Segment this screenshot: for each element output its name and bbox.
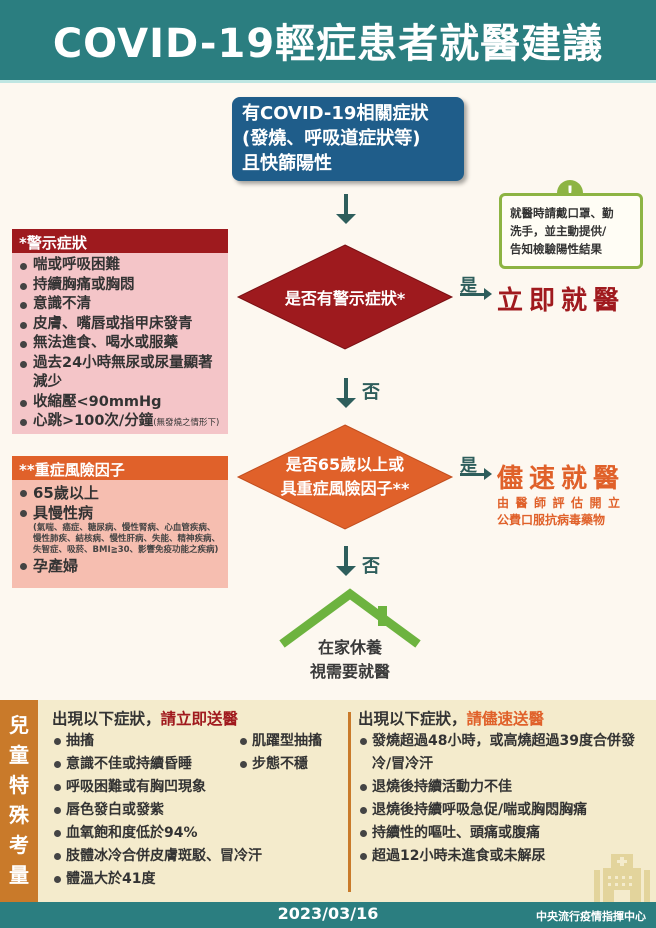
child-symptom-item: 抽搐 [52,730,238,753]
heading-emphasis: 請立即送醫 [160,710,239,728]
arrow-right-icon [460,288,492,300]
side-char: 童 [9,743,29,767]
header-banner: COVID-19輕症患者就醫建議 [0,0,656,83]
diamond-shape-icon [236,424,454,530]
warning-item: 喘或呼吸困難 [18,256,222,276]
heading-prefix: 出現以下症狀， [52,710,161,728]
decision-1-text: 是否有警示症狀* [284,289,406,308]
yes-arrow-1: 是 [460,271,492,311]
side-char: 量 [9,863,29,887]
warning-item: 意識不清 [18,295,222,315]
side-char: 考 [9,833,29,857]
notice-line-2: 洗手，並主動提供/ [510,224,607,238]
warning-item: 收縮壓<90mmHg [18,393,222,413]
child-symptom-item: 意識不佳或持續昏睡 [52,753,238,776]
side-char: 殊 [9,803,29,827]
arrow-down-icon [336,194,356,224]
notice-line-3: 告知檢驗陽性結果 [510,242,602,256]
children-immediate-heading: 出現以下症狀，請立即送醫 [52,708,342,730]
child-symptom-item: 超過12小時未進食或未解尿 [358,845,648,868]
page-title: COVID-19輕症患者就醫建議 [52,21,604,67]
children-soon-heading: 出現以下症狀，請儘速送醫 [358,708,648,730]
result-home-rest: 在家休養 視需要就醫 [270,636,430,684]
home-line-1: 在家休養 [317,638,382,657]
publish-date: 2023/03/16 [277,904,379,923]
risk-item: 65歲以上 [18,483,222,503]
child-symptom-item: 退燒後持續活動力不佳 [358,776,648,799]
notice-box: 就醫時請戴口罩、勤 洗手，並主動提供/ 告知檢驗陽性結果 [499,193,643,269]
prompt-care-line-2: 公費口服抗病毒藥物 [497,513,606,527]
child-symptom-item: 血氧飽和度低於94% [52,822,342,845]
organization-name: 中央流行疫情指揮中心 [536,910,646,923]
chronic-disease-note: (氣喘、癌症、糖尿病、慢性腎病、心血管疾病、慢性肺疾、結核病、慢性肝病、失能、精… [33,523,221,555]
start-line-1: 有COVID-19相關症狀 [242,103,429,124]
risk-item: 具慢性病 [18,503,222,523]
child-symptom-item: 持續性的嘔吐、頭痛或腹痛 [358,822,648,845]
risk-item: 孕產婦 [18,556,222,576]
house-roof-icon [279,588,421,648]
child-symptom-item: 步態不穩 [238,753,308,776]
decision-warning-symptoms: 是否有警示症狀* [236,243,454,351]
heading-emphasis: 請儘速送醫 [466,710,545,728]
decision-risk-factors: 是否65歲以上或 具重症風險因子** [236,423,454,531]
arrow-down-icon [336,546,356,576]
column-divider [348,712,351,892]
no-label: 否 [362,556,380,577]
warning-symptoms-title: *警示症狀 [12,229,228,253]
warning-item: 皮膚、嘴唇或指甲床發青 [18,315,222,335]
children-side-label: 兒 童 特 殊 考 量 [0,700,38,902]
yes-label: 是 [460,456,477,476]
child-symptom-item: 體溫大於41度 [52,868,342,891]
child-symptom-item: 肌躍型抽搐 [238,730,322,753]
child-symptom-item: 退燒後持續呼吸急促/喘或胸悶胸痛 [358,799,648,822]
risk-factors-panel: **重症風險因子 65歲以上 具慢性病 (氣喘、癌症、糖尿病、慢性腎病、心血管疾… [12,456,228,588]
child-symptom-item: 發燒超過48小時，或高燒超過39度合併發冷/冒冷汗 [358,730,648,776]
result-prompt-care: 儘速就醫 [497,464,626,494]
arrow-down-icon [336,378,356,408]
child-symptom-item: 肢體冰冷合併皮膚斑駁、冒冷汗 [52,845,342,868]
heading-prefix: 出現以下症狀， [358,710,467,728]
children-immediate-column: 出現以下症狀，請立即送醫 抽搐 肌躍型抽搐 意識不佳或持續昏睡 步態不穩 呼吸困… [52,708,342,891]
arrow-right-icon [460,468,492,480]
risk-factors-title: **重症風險因子 [12,456,228,480]
start-condition-box: 有COVID-19相關症狀 (發燒、呼吸道症狀等) 且快篩陽性 [232,97,464,181]
warning-item: 持續胸痛或胸悶 [18,276,222,296]
prompt-care-line-1: 由醫師評估開立 [497,496,627,510]
result-prompt-care-note: 由醫師評估開立 公費口服抗病毒藥物 [497,495,645,529]
warning-symptoms-panel: *警示症狀 喘或呼吸困難 持續胸痛或胸悶 意識不清 皮膚、嘴唇或指甲床發青 無法… [12,229,228,434]
child-symptom-item: 呼吸困難或有胸凹現象 [52,776,342,799]
result-immediate-care: 立即就醫 [497,286,626,316]
no-label: 否 [362,382,380,403]
warning-item-text: 心跳>100次/分鐘 [33,413,154,429]
child-symptom-item: 唇色發白或發紫 [52,799,342,822]
footer-bar: 2023/03/16 中央流行疫情指揮中心 [0,902,656,928]
side-char: 兒 [9,713,29,737]
start-line-3: 且快篩陽性 [242,153,332,174]
warning-item: 無法進食、喝水或服藥 [18,334,222,354]
children-special-section: 兒 童 特 殊 考 量 出現以下症狀，請立即送醫 抽搐 肌躍型抽搐 意識不佳或持… [0,700,656,902]
decision-2-line-1: 是否65歲以上或 [285,455,405,474]
notice-line-1: 就醫時請戴口罩、勤 [510,206,614,220]
hospital-icon [594,854,650,902]
decision-2-line-2: 具重症風險因子** [280,479,410,498]
diamond-shape-icon [236,244,454,350]
start-line-2: (發燒、呼吸道症狀等) [242,128,421,149]
warning-item: 過去24小時無尿或尿量顯著減少 [18,354,222,393]
warning-item-note: (無發燒之情形下) [153,418,220,428]
yes-label: 是 [460,276,477,296]
home-line-2: 視需要就醫 [309,662,390,681]
children-soon-column: 出現以下症狀，請儘速送醫 發燒超過48小時，或高燒超過39度合併發冷/冒冷汗 退… [358,708,648,868]
warning-item: 心跳>100次/分鐘(無發燒之情形下) [18,412,222,434]
side-char: 特 [9,773,29,797]
yes-arrow-2: 是 [460,451,492,491]
